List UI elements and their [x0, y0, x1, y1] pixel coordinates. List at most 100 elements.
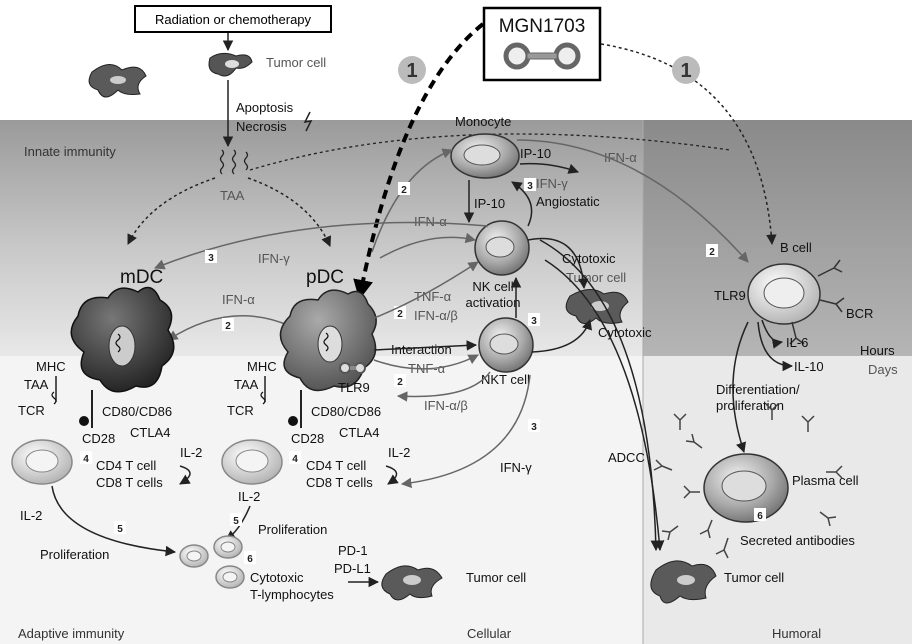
arrow-il2-right-loop — [385, 465, 399, 485]
ifnab-label-2: IFN-α/β — [424, 398, 468, 413]
arrow-mgn-bcell — [600, 43, 777, 246]
svg-text:2: 2 — [709, 247, 715, 258]
arrow-pdc-nk-ifna — [379, 232, 477, 259]
humoral-label: Humoral — [772, 626, 821, 641]
step-4-left-badge — [80, 451, 92, 464]
il10-label: IL-10 — [794, 359, 824, 374]
svg-text:5: 5 — [233, 516, 239, 527]
cd8-right-label: CD8 T cells — [306, 475, 373, 490]
bcell-label: B cell — [780, 240, 812, 255]
ifna-nk-label: IFN-α — [414, 214, 447, 229]
innate-immunity-label: Innate immunity — [24, 144, 116, 159]
pdl1-label: PD-L1 — [334, 561, 371, 576]
step-2-tnf-badge — [394, 306, 406, 319]
taa-left-label: TAA — [24, 377, 49, 392]
ifng-angio-label: IFN-γ — [536, 176, 568, 191]
svg-text:4: 4 — [292, 454, 298, 465]
svg-text:4: 4 — [83, 454, 89, 465]
nk-activation-label-1: NK cell — [472, 279, 513, 294]
il2-below-right-label: IL-2 — [238, 489, 260, 504]
mdc-label: mDC — [120, 267, 163, 288]
secreted-label: Secreted antibodies — [740, 533, 855, 548]
pd1-label: PD-1 — [338, 543, 368, 558]
ifna-top-label: IFN-α — [604, 150, 637, 165]
interaction-label: Interaction — [391, 342, 452, 357]
cytotoxic-label-1: Cytotoxic — [562, 251, 616, 266]
cd8-left-label: CD8 T cells — [96, 475, 163, 490]
mhc-left-label: MHC — [36, 359, 66, 374]
step-2-nkt-badge — [394, 374, 406, 387]
arrow-taa-mdc — [127, 177, 216, 245]
ctl-label-2: T-lymphocytes — [250, 587, 334, 602]
taa-molecules — [219, 149, 249, 175]
cytotoxic-label-2: Cytotoxic — [598, 325, 652, 340]
tumor-cell-cytotoxic — [565, 289, 629, 324]
step-4-right-badge — [289, 451, 301, 464]
adaptive-immunity-label: Adaptive immunity — [18, 626, 125, 641]
step-2-bcell-badge — [706, 244, 718, 257]
arrow-mgn-pdc — [353, 22, 485, 300]
step-2-mono-badge — [398, 182, 410, 195]
step-6-plasma-badge — [754, 508, 766, 521]
monocyte-cell — [450, 133, 520, 179]
plasma-cell — [703, 453, 789, 523]
radiation-label: Radiation or chemotherapy — [155, 12, 312, 27]
tlr9-pdc-label: TLR9 — [338, 380, 370, 395]
tlr9-bcell-label: TLR9 — [714, 288, 746, 303]
il2-far-left-label: IL-2 — [20, 508, 42, 523]
ctla4-left-label: CTLA4 — [130, 425, 170, 440]
arrow-adcc-2 — [544, 259, 665, 552]
step-3-bottom-badge — [528, 419, 540, 432]
arrow-nk-tumor — [527, 237, 589, 290]
mdc-cell — [70, 286, 175, 393]
nkt-cell — [478, 317, 534, 373]
cd4-left-label: CD4 T cell — [96, 458, 156, 473]
step-2-mdc-badge — [222, 318, 234, 331]
mgn1703-label: MGN1703 — [499, 16, 586, 37]
ctla4-right-marker — [288, 416, 298, 426]
step-3-mdc-badge — [205, 250, 217, 263]
svg-text:3: 3 — [531, 316, 537, 327]
il2-left-label: IL-2 — [180, 445, 202, 460]
arrow-nkt-pdc-ifnab — [396, 371, 491, 402]
taa-right-peptide — [260, 391, 266, 405]
angiostatic-label: Angiostatic — [536, 194, 600, 209]
svg-text:2: 2 — [225, 321, 231, 332]
arrow-nk-mdc-ifng — [154, 221, 489, 270]
t-cell-left — [11, 439, 73, 485]
b-cell — [747, 259, 845, 345]
diff-label-1: Differentiation/ — [716, 382, 800, 397]
mhc-right-label: MHC — [247, 359, 277, 374]
ctl-label-1: Cytotoxic — [250, 570, 304, 585]
taa-label: TAA — [220, 188, 245, 203]
svg-text:5: 5 — [117, 524, 123, 535]
tumor-cytotoxic-label: Tumor cell — [566, 270, 626, 285]
tnfa-label-1: TNF-α — [414, 289, 452, 304]
ip10-label-b: IP-10 — [474, 196, 505, 211]
cd28-right-label: CD28 — [291, 431, 324, 446]
tumor-adcc-label: Tumor cell — [724, 570, 784, 585]
svg-text:2: 2 — [397, 377, 403, 388]
arrow-il2-left-loop — [179, 465, 191, 485]
arrow-nkt-tumor — [531, 319, 592, 353]
il6-label: IL-6 — [786, 335, 808, 350]
adaptive-band — [0, 356, 643, 644]
taa-right-label: TAA — [234, 377, 259, 392]
tcr-right-label: TCR — [227, 403, 254, 418]
step-3-nk-badge — [528, 313, 540, 326]
cd8086-right-label: CD80/CD86 — [311, 404, 381, 419]
pdc-cell — [279, 289, 377, 392]
arrow-pdc-nk-tnf — [373, 261, 479, 319]
taa-left-peptide — [51, 391, 57, 405]
svg-text:6: 6 — [757, 511, 763, 522]
nk-cell — [474, 220, 530, 276]
svg-text:3: 3 — [527, 181, 533, 192]
arrow-taa-bcell — [249, 133, 731, 171]
ifnab-label-1: IFN-α/β — [414, 308, 458, 323]
days-label: Days — [868, 362, 898, 377]
arrow-tcell-ctl-left — [51, 485, 177, 557]
tumor-cell-pd — [381, 565, 443, 601]
tumor-cell-adcc — [650, 560, 717, 604]
